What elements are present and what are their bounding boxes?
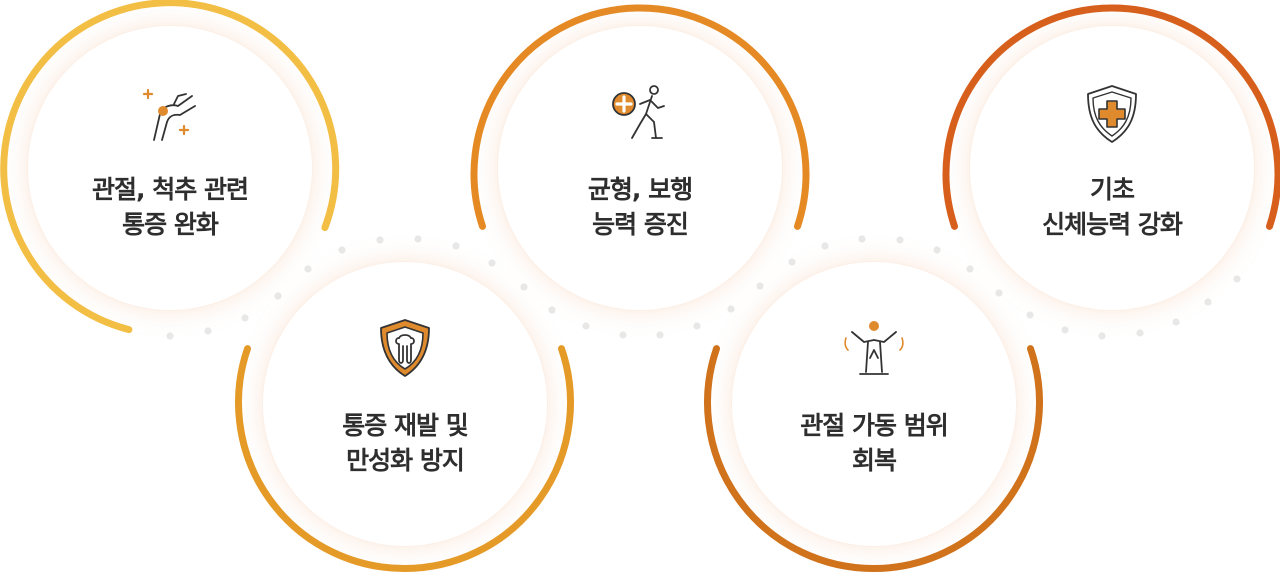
ring-4 — [704, 345, 1043, 572]
benefit-card-pain-relief: 관절, 척추 관련 통증 완화 — [28, 26, 312, 310]
benefit-card-recurrence-prevention: 통증 재발 및 만성화 방지 — [263, 262, 547, 546]
bone-shield-icon — [380, 319, 430, 377]
benefit-card-range-of-motion: 관절 가동 범위 회복 — [732, 262, 1016, 546]
medical-shield-icon — [1087, 85, 1137, 143]
benefit-label: 통증 재발 및 만성화 방지 — [342, 411, 468, 475]
benefit-card-balance-walking: 균형, 보행 능력 증진 — [498, 26, 782, 310]
stretching-person-icon — [844, 321, 904, 375]
ring-2 — [235, 345, 574, 572]
ring-1 — [0, 0, 340, 334]
dotted-connector — [166, 235, 1241, 340]
ring-3 — [470, 4, 810, 230]
benefit-label: 기초 신체능력 강화 — [1042, 175, 1183, 239]
walking-person-icon — [612, 85, 665, 139]
knee-joint-icon — [142, 88, 196, 141]
benefit-card-physical-strength: 기초 신체능력 강화 — [970, 26, 1254, 310]
benefit-label: 관절, 척추 관련 통증 완화 — [92, 175, 249, 239]
benefit-label: 관절 가동 범위 회복 — [800, 411, 948, 475]
benefit-label: 균형, 보행 능력 증진 — [587, 175, 693, 239]
ring-5 — [942, 4, 1280, 230]
